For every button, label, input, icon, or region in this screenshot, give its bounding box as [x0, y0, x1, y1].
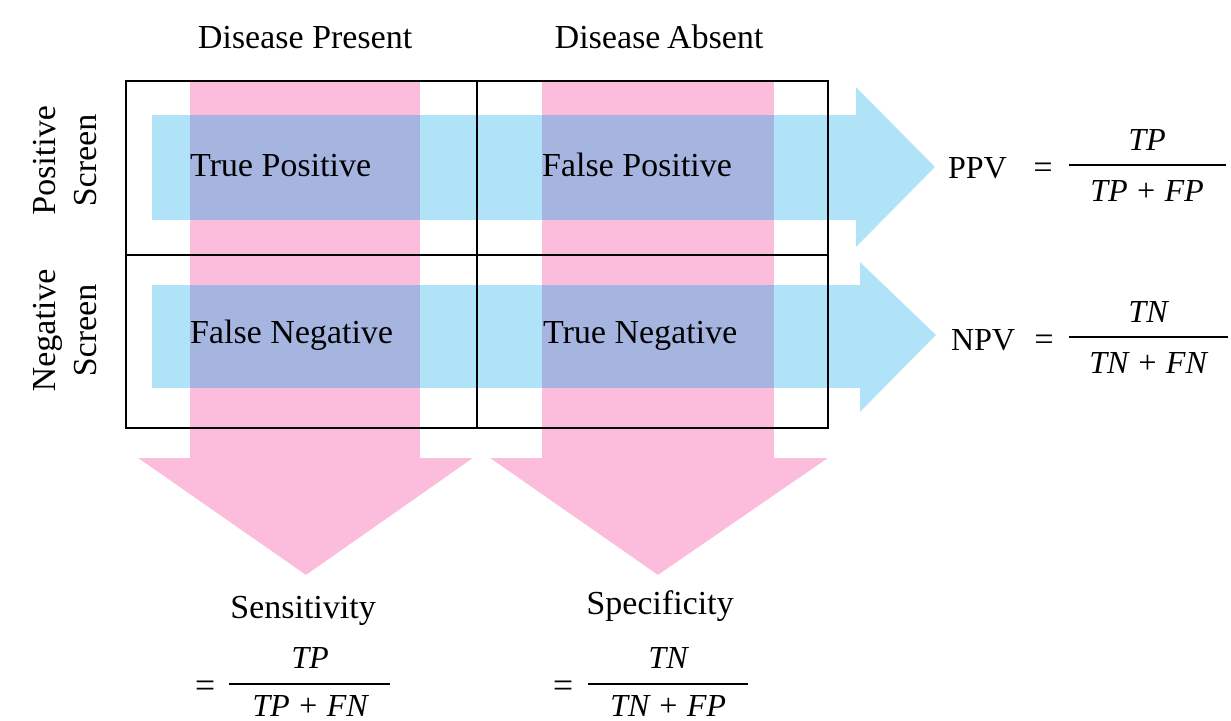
cell-true-negative: True Negative — [543, 314, 737, 351]
specificity-denominator: TN + FP — [610, 687, 726, 721]
ppv-numerator: TP — [1128, 121, 1165, 157]
sensitivity-formula: Sensitivity = TP TP + FN — [195, 589, 390, 721]
contingency-grid — [125, 80, 829, 429]
row-header-positive-screen: Positive Screen — [26, 105, 104, 215]
row-header-positive-line2: Screen — [67, 114, 104, 207]
overlap-tp — [190, 115, 420, 220]
sensitivity-numerator: TP — [291, 639, 328, 675]
row-header-negative-line1: Negative — [26, 269, 63, 392]
cell-false-negative: False Negative — [190, 314, 393, 351]
column-header-disease-present: Disease Present — [198, 19, 413, 56]
sensitivity-equals: = — [195, 665, 215, 705]
npv-denominator: TN + FN — [1089, 344, 1208, 380]
npv-equals: = — [1034, 321, 1053, 358]
overlap-fn — [190, 285, 420, 388]
ppv-label: PPV — [948, 149, 1007, 185]
overlap-regions — [190, 115, 774, 388]
specificity-formula: Specificity = TN TN + FP — [553, 585, 748, 721]
specificity-label: Specificity — [586, 585, 733, 622]
overlap-tn — [542, 285, 774, 388]
ppv-equals: = — [1033, 149, 1052, 186]
row-header-positive-line1: Positive — [26, 105, 63, 215]
column-header-disease-absent: Disease Absent — [555, 19, 764, 56]
npv-formula: NPV = TN TN + FN — [951, 293, 1228, 380]
cell-true-positive: True Positive — [190, 147, 371, 184]
cell-false-positive: False Positive — [542, 147, 732, 184]
overlap-fp — [542, 115, 774, 220]
row-header-negative-line2: Screen — [67, 284, 104, 377]
sensitivity-label: Sensitivity — [230, 589, 375, 626]
npv-numerator: TN — [1128, 293, 1169, 329]
ppv-formula: PPV = TP TP + FP — [948, 121, 1226, 208]
row-header-negative-screen: Negative Screen — [26, 269, 104, 392]
npv-label: NPV — [951, 321, 1015, 357]
sensitivity-denominator: TP + FN — [252, 687, 369, 721]
specificity-equals: = — [553, 665, 573, 705]
specificity-numerator: TN — [648, 639, 689, 675]
ppv-denominator: TP + FP — [1090, 172, 1203, 208]
